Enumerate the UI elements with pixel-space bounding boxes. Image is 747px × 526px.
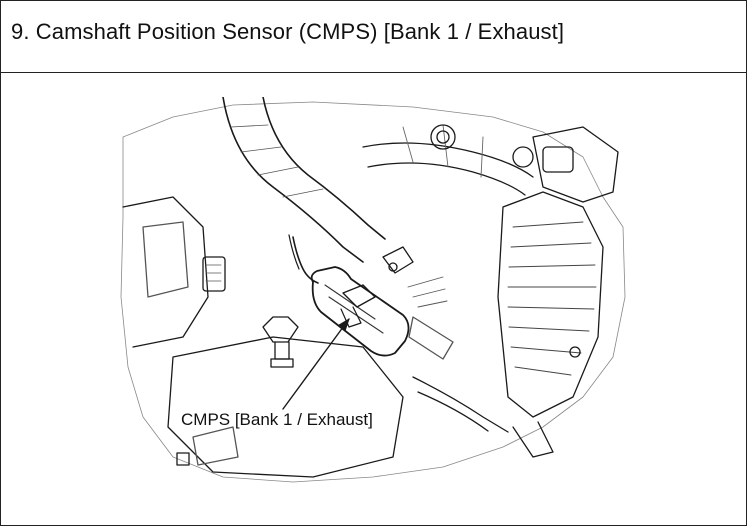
- engine-illustration: [113, 97, 633, 493]
- timing-cover: [497, 191, 604, 418]
- engine-outline: [120, 101, 626, 483]
- intake-hose: [222, 97, 364, 263]
- section-title: 9. Camshaft Position Sensor (CMPS) [Bank…: [11, 19, 565, 44]
- section-header: 9. Camshaft Position Sensor (CMPS) [Bank…: [1, 1, 746, 73]
- cmps-sensor: [288, 234, 410, 357]
- cmps-callout-label: CMPS [Bank 1 / Exhaust]: [181, 410, 373, 429]
- callout-leader-line: [282, 318, 350, 410]
